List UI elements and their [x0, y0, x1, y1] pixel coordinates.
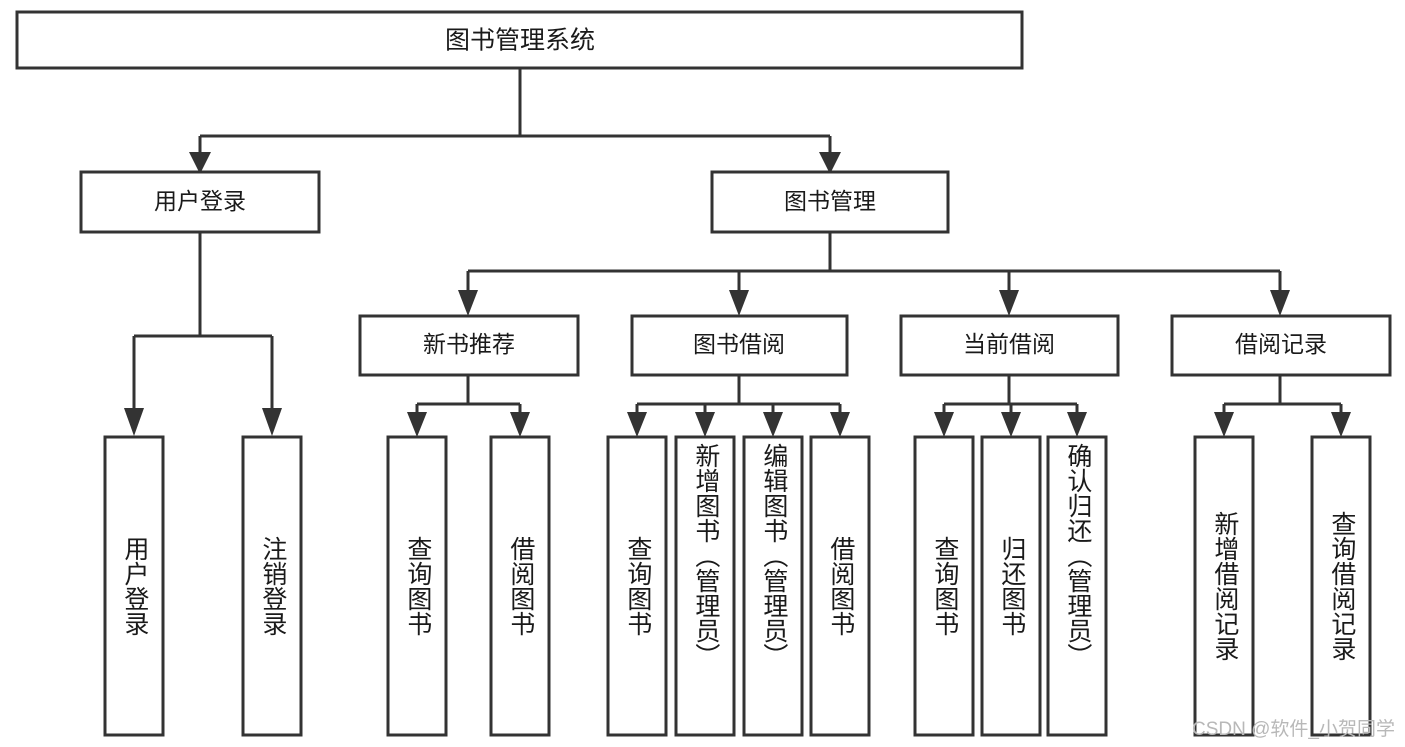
leaf-box-current-borrow-2[interactable] [1046, 435, 1108, 737]
leaf-label-wrap-borrow-record-1: 查询借阅记录 [1312, 437, 1370, 735]
leaf-label-wrap-current-borrow-0: 查询图书 [915, 437, 973, 735]
arrowhead-user-login [189, 152, 211, 174]
leaf-label-wrap-new-book-1: 借阅图书 [491, 437, 549, 735]
leaf-label-wrap-new-book-0: 查询图书 [388, 437, 446, 735]
edges-layer [124, 68, 1351, 437]
leaf-box-book-borrow-3[interactable] [809, 435, 871, 737]
node-book-borrow-label: 图书借阅 [693, 331, 785, 357]
leaf-label-current-borrow-1: 归还图书 [997, 536, 1026, 636]
arrowhead-record-leaf-2 [1331, 412, 1351, 437]
arrowhead-book-mgmt [819, 152, 841, 174]
node-new-book-recommend-box[interactable] [358, 314, 580, 377]
leaf-label-book-borrow-3: 借阅图书 [826, 536, 855, 636]
leaf-label-wrap-user-login-0: 用户登录 [105, 437, 163, 735]
leaf-label-user-login-1: 注销登录 [258, 536, 287, 636]
arrowhead-leaf-logout [262, 408, 282, 436]
leaf-box-new-book-0[interactable] [386, 435, 448, 737]
leaf-label-current-borrow-2: 确认归还（管理员） [1063, 443, 1092, 668]
arrowhead-borrow-leaf-1 [627, 412, 647, 437]
arrowhead-leaf-user-login [124, 408, 144, 436]
node-borrow-record-label: 借阅记录 [1235, 331, 1327, 357]
leaf-label-book-borrow-0: 查询图书 [623, 536, 652, 636]
node-book-management-box[interactable] [710, 170, 950, 234]
leaf-label-current-borrow-0: 查询图书 [930, 536, 959, 636]
node-book-borrow-box[interactable] [630, 314, 849, 377]
arrowhead-borrow-leaf-3 [763, 412, 783, 437]
arrowhead-current-leaf-2 [1001, 412, 1021, 437]
arrowhead-new-book [458, 290, 478, 316]
arrowhead-current-leaf-1 [934, 412, 954, 437]
leaf-box-current-borrow-0[interactable] [913, 435, 975, 737]
leaf-label-wrap-current-borrow-1: 归还图书 [982, 437, 1040, 735]
leaf-box-book-borrow-0[interactable] [606, 435, 668, 737]
leaf-box-book-borrow-2[interactable] [742, 435, 804, 737]
leaf-label-wrap-borrow-record-0: 新增借阅记录 [1195, 437, 1253, 735]
leaf-label-borrow-record-0: 新增借阅记录 [1210, 511, 1239, 661]
nodes-layer: 图书管理系统 用户登录 图书管理 新书推荐 图书借阅 当前借阅 借阅记录 [15, 10, 1392, 737]
leaf-box-borrow-record-0[interactable] [1193, 435, 1255, 737]
leaf-box-current-borrow-1[interactable] [980, 435, 1042, 737]
arrowhead-borrow-leaf-2 [695, 412, 715, 437]
node-user-login-box[interactable] [79, 170, 321, 234]
arrowhead-borrow-leaf-4 [830, 412, 850, 437]
node-new-book-recommend-label: 新书推荐 [423, 331, 515, 357]
arrowhead-borrow-record [1270, 290, 1290, 316]
leaf-label-wrap-book-borrow-3: 借阅图书 [811, 437, 869, 735]
leaf-label-book-borrow-1: 新增图书（管理员） [691, 443, 720, 668]
node-root-label: 图书管理系统 [445, 27, 595, 55]
leaf-label-new-book-0: 查询图书 [403, 536, 432, 636]
arrowhead-book-borrow [729, 290, 749, 316]
leaf-label-new-book-1: 借阅图书 [506, 536, 535, 636]
arrowhead-newbook-leaf-2 [510, 412, 530, 437]
leaf-label-wrap-book-borrow-0: 查询图书 [608, 437, 666, 735]
arrowhead-current-leaf-3 [1067, 412, 1087, 437]
arrowhead-current-borrow [999, 290, 1019, 316]
node-current-borrow-box[interactable] [899, 314, 1120, 377]
leaf-box-user-login-0[interactable] [103, 435, 165, 737]
leaf-label-user-login-0: 用户登录 [120, 536, 149, 636]
node-user-login-label: 用户登录 [154, 188, 246, 214]
leaf-label-borrow-record-1: 查询借阅记录 [1327, 511, 1356, 661]
leaf-box-borrow-record-1[interactable] [1310, 435, 1372, 737]
arrowhead-newbook-leaf-1 [407, 412, 427, 437]
leaf-box-new-book-1[interactable] [489, 435, 551, 737]
leaf-label-wrap-user-login-1: 注销登录 [243, 437, 301, 735]
node-current-borrow-label: 当前借阅 [963, 331, 1055, 357]
leaf-box-book-borrow-1[interactable] [674, 435, 736, 737]
node-book-management-label: 图书管理 [784, 188, 876, 214]
node-root-box[interactable] [15, 10, 1024, 70]
leaf-box-user-login-1[interactable] [241, 435, 303, 737]
arrowhead-record-leaf-1 [1214, 412, 1234, 437]
leaf-label-wrap-book-borrow-2: 编辑图书（管理员） [744, 443, 802, 735]
leaf-label-book-borrow-2: 编辑图书（管理员） [759, 443, 788, 668]
leaf-label-wrap-current-borrow-2: 确认归还（管理员） [1048, 443, 1106, 735]
leaf-label-wrap-book-borrow-1: 新增图书（管理员） [676, 443, 734, 735]
node-borrow-record-box[interactable] [1170, 314, 1392, 377]
